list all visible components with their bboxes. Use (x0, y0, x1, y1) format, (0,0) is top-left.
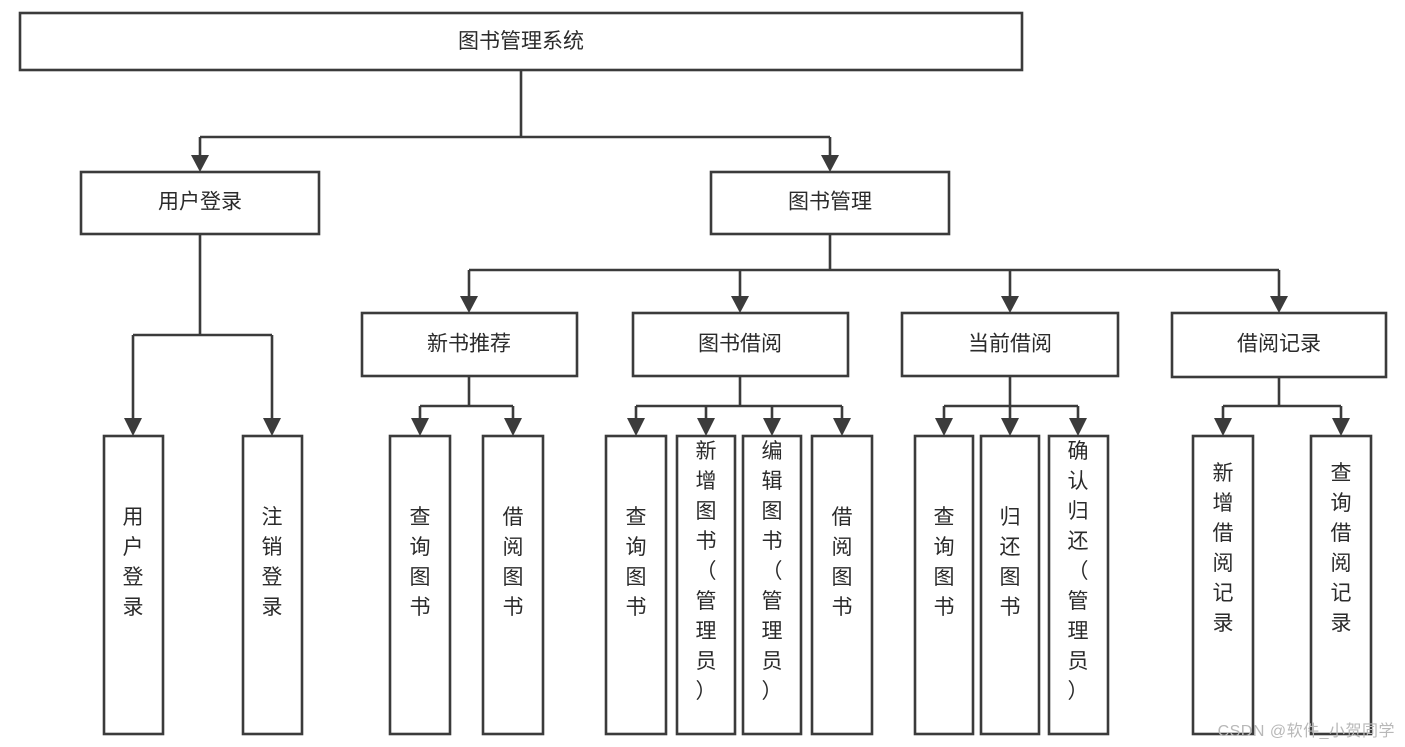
node-borrow-record-label: 借阅记录 (1237, 333, 1321, 356)
arrowhead-level3-1 (731, 296, 749, 313)
arrowhead-leaf-5 (697, 418, 715, 436)
leaf-box[interactable] (102, 434, 165, 736)
leaf-label-vertical: 归还图书 (1000, 506, 1021, 619)
node-borrow-record-box[interactable] (1170, 311, 1388, 379)
leaf-box[interactable] (481, 434, 545, 736)
leaf-box[interactable] (810, 434, 874, 736)
leaf-box[interactable] (675, 434, 737, 736)
leaf-box[interactable] (1047, 434, 1110, 736)
arrowhead-level3-2 (1001, 296, 1019, 313)
leaf-label-vertical: 新增借阅记录 (1213, 462, 1234, 635)
leaf-node-query-book-nbr[interactable]: 查询图书 (388, 434, 452, 736)
node-root[interactable]: 图书管理系统 (18, 11, 1024, 72)
node-current-borrow[interactable]: 当前借阅 (900, 311, 1120, 378)
arrowhead-leaf-3 (504, 418, 522, 436)
leaf-node-add-borrow-record[interactable]: 新增借阅记录 (1191, 434, 1255, 736)
node-new-book-recommend-label: 新书推荐 (427, 333, 511, 356)
leaf-box[interactable] (979, 434, 1041, 736)
node-book-manage[interactable]: 图书管理 (709, 170, 951, 236)
leaf-box[interactable] (1309, 434, 1373, 736)
node-book-borrow-label: 图书借阅 (698, 333, 782, 356)
arrowhead-leaf-4 (627, 418, 645, 436)
leaf-node-add-book-admin[interactable]: 新增图书（管理员） (675, 434, 737, 736)
arrowhead-book-manage (821, 155, 839, 172)
arrowhead-leaf-8 (935, 418, 953, 436)
arrowhead-leaf-2 (411, 418, 429, 436)
leaf-label-vertical: 借阅图书 (832, 506, 853, 619)
leaf-node-query-book-bb[interactable]: 查询图书 (604, 434, 668, 736)
leaf-box[interactable] (388, 434, 452, 736)
leaf-label-vertical: 查询图书 (626, 506, 647, 619)
arrowhead-level3-0 (460, 296, 478, 313)
node-book-manage-box[interactable] (709, 170, 951, 236)
node-root-box[interactable] (18, 11, 1024, 72)
arrowhead-leaf-6 (763, 418, 781, 436)
leaf-box[interactable] (913, 434, 975, 736)
connector-layer (124, 71, 1350, 436)
leaf-label-vertical: 确认归还（管理员） (1068, 440, 1089, 703)
node-new-book-recommend-box[interactable] (360, 311, 579, 378)
leaf-box[interactable] (741, 434, 803, 736)
leaf-node-borrow-book-bb[interactable]: 借阅图书 (810, 434, 874, 736)
arrowhead-leaf-10 (1069, 418, 1087, 436)
leaf-label-vertical: 编辑图书（管理员） (762, 440, 783, 703)
node-book-manage-label: 图书管理 (788, 191, 872, 214)
leaf-label-vertical: 查询图书 (410, 506, 431, 619)
leaf-label-vertical: 用户登录 (123, 506, 144, 619)
arrowhead-leaf-7 (833, 418, 851, 436)
leaf-node-user-login[interactable]: 用户登录 (102, 434, 165, 736)
node-borrow-record[interactable]: 借阅记录 (1170, 311, 1388, 379)
node-current-borrow-box[interactable] (900, 311, 1120, 378)
node-user-login-label: 用户登录 (158, 191, 242, 214)
node-current-borrow-label: 当前借阅 (968, 333, 1052, 356)
csdn-watermark: CSDN @软件_小贺同学 (1217, 723, 1395, 740)
arrowhead-leaf-0 (124, 418, 142, 436)
leaf-node-logout[interactable]: 注销登录 (241, 434, 304, 736)
leaf-box[interactable] (241, 434, 304, 736)
leaf-node-edit-book-admin[interactable]: 编辑图书（管理员） (741, 434, 803, 736)
leaf-label-vertical: 新增图书（管理员） (696, 440, 717, 703)
node-book-borrow-box[interactable] (631, 311, 850, 378)
arrowhead-leaf-12 (1332, 418, 1350, 436)
leaf-box[interactable] (604, 434, 668, 736)
leaf-label-vertical: 查询图书 (934, 506, 955, 619)
arrowhead-leaf-11 (1214, 418, 1232, 436)
leaf-label-vertical: 注销登录 (262, 506, 283, 619)
arrowhead-user-login (191, 155, 209, 172)
arrowhead-leaf-1 (263, 418, 281, 436)
leaf-node-query-borrow-record[interactable]: 查询借阅记录 (1309, 434, 1373, 736)
leaf-node-return-book[interactable]: 归还图书 (979, 434, 1041, 736)
leaf-box[interactable] (1191, 434, 1255, 736)
leaf-node-query-book-cb[interactable]: 查询图书 (913, 434, 975, 736)
node-user-login-box[interactable] (79, 170, 321, 236)
leaf-label-vertical: 查询借阅记录 (1331, 462, 1352, 635)
arrowhead-level3-3 (1270, 296, 1288, 313)
leaf-node-borrow-book-nbr[interactable]: 借阅图书 (481, 434, 545, 736)
leaf-node-confirm-return-admin[interactable]: 确认归还（管理员） (1047, 434, 1110, 736)
node-book-borrow[interactable]: 图书借阅 (631, 311, 850, 378)
arrowhead-leaf-9 (1001, 418, 1019, 436)
node-user-login[interactable]: 用户登录 (79, 170, 321, 236)
node-root-label: 图书管理系统 (458, 30, 584, 53)
node-new-book-recommend[interactable]: 新书推荐 (360, 311, 579, 378)
leaf-label-vertical: 借阅图书 (503, 506, 524, 619)
